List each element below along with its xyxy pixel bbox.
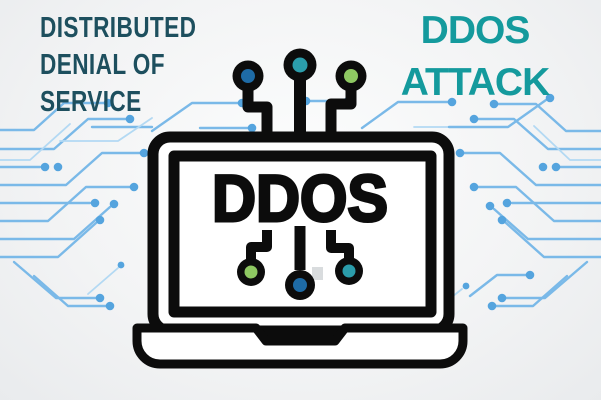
pixel-artifact <box>312 267 323 280</box>
node-dot-blue <box>241 69 255 83</box>
node-dot-teal <box>292 57 308 73</box>
laptop-base <box>132 323 468 369</box>
title-ddos-attack: DDOS ATTACK <box>387 5 563 109</box>
connector-top-right <box>325 60 367 133</box>
connector-screen-right <box>326 230 363 285</box>
title-line: DDOS <box>420 9 531 52</box>
connector-screen-left <box>237 230 272 286</box>
connector-screen-middle <box>285 226 315 300</box>
circuit-traces-left <box>0 98 154 311</box>
connector-top-middle <box>283 48 317 133</box>
title-line: DISTRIBUTED <box>40 12 197 44</box>
node-dot-green <box>244 265 258 279</box>
screen-title: DDOS <box>212 161 388 235</box>
node-dot-teal <box>342 264 356 278</box>
top-connectors <box>232 48 367 133</box>
node-dot-blue <box>293 278 307 292</box>
connector-top-left <box>232 60 273 133</box>
title-line: SERVICE <box>40 86 142 118</box>
title-distributed-denial-of-service: DISTRIBUTED DENIAL OF SERVICE <box>40 10 196 121</box>
title-line: DENIAL OF <box>40 49 165 81</box>
circuit-traces-right <box>437 93 601 311</box>
node-dot-green <box>344 69 358 83</box>
laptop-screen-content: DDOS <box>211 160 390 300</box>
title-line: ATTACK <box>400 61 551 104</box>
